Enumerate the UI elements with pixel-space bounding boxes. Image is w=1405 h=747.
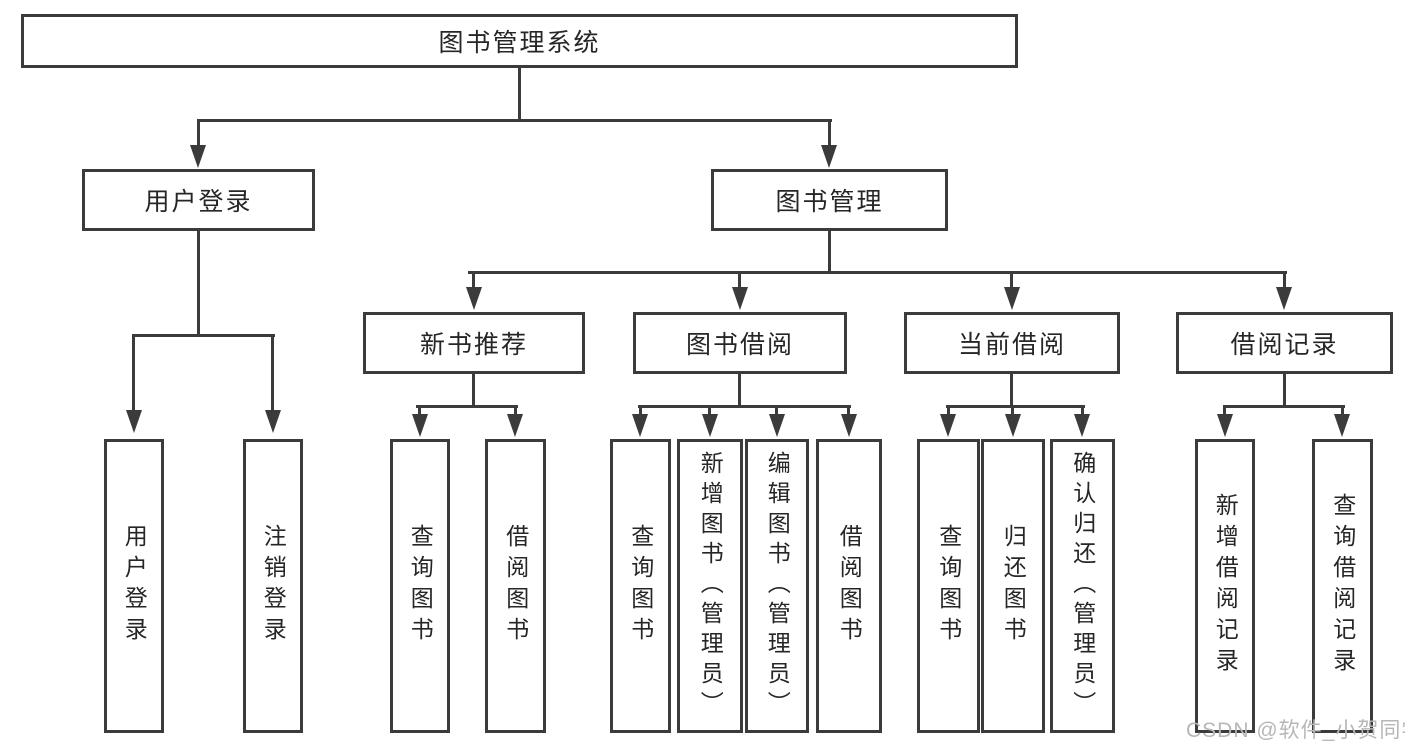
leaf-user-login: 用户登录	[104, 439, 164, 733]
leaf-borrow-books-borrow: 借阅图书	[816, 439, 882, 733]
connector-leaf-drop	[271, 334, 274, 412]
connector-leaf-drop	[708, 405, 711, 419]
node-new-book-recommend-label: 新书推荐	[419, 331, 528, 359]
node-book-management-label: 图书管理	[775, 188, 884, 216]
connector-leaf-drop	[947, 405, 950, 419]
connector-recommend-rail	[416, 405, 518, 408]
connector-leaf-drop	[1011, 405, 1014, 419]
node-book-borrow-label: 图书借阅	[685, 331, 794, 359]
arrow-down-icon	[466, 287, 482, 310]
connector-leaf-drop	[1081, 405, 1084, 419]
leaf-query-books-current: 查询图书	[917, 439, 980, 733]
leaf-logout-label: 注销登录	[260, 524, 287, 648]
connector-leaf-drop	[132, 334, 135, 412]
connector-level3-rail	[468, 271, 1287, 274]
arrow-down-icon	[1217, 414, 1233, 437]
connector-leaf-drop	[639, 405, 642, 419]
watermark-text: CSDN @软件_小贺同学	[1186, 719, 1405, 742]
arrow-down-icon	[507, 414, 523, 437]
node-root-label: 图书管理系统	[438, 29, 601, 57]
arrow-down-icon	[1276, 287, 1292, 310]
arrow-down-icon	[940, 414, 956, 437]
leaf-borrow-books-borrow-label: 借阅图书	[836, 524, 863, 648]
node-book-borrow: 图书借阅	[633, 312, 847, 374]
connector-current-rail	[946, 405, 1085, 408]
connector-current-stem	[1010, 374, 1013, 408]
arrow-down-icon	[841, 414, 857, 437]
leaf-add-book-admin: 新增图书（管理员）	[677, 439, 743, 733]
connector-leaf-drop	[1223, 405, 1226, 419]
node-book-management: 图书管理	[711, 169, 948, 231]
connector-leaf-drop	[1341, 405, 1344, 419]
node-borrow-records: 借阅记录	[1176, 312, 1393, 374]
connector-level3-drop	[1010, 271, 1013, 289]
connector-borrow-stem	[738, 374, 741, 408]
arrow-down-icon	[732, 287, 748, 310]
arrow-down-icon	[702, 414, 718, 437]
arrow-down-icon	[412, 414, 428, 437]
connector-recommend-stem	[472, 374, 475, 408]
node-user-login-label: 用户登录	[144, 188, 253, 216]
leaf-add-book-admin-label: 新增图书（管理员）	[697, 451, 724, 721]
leaf-add-borrow-record-label: 新增借阅记录	[1212, 493, 1239, 679]
leaf-query-borrow-record: 查询借阅记录	[1312, 439, 1373, 733]
arrow-down-icon	[265, 410, 281, 433]
connector-leaf-drop	[775, 405, 778, 419]
connector-book-management-drop	[828, 119, 831, 151]
arrow-down-icon	[1004, 287, 1020, 310]
leaf-logout: 注销登录	[243, 439, 303, 733]
leaf-confirm-return-admin: 确认归还（管理员）	[1050, 439, 1115, 733]
connector-root-stem	[518, 68, 521, 122]
leaf-borrow-books-recommend-label: 借阅图书	[502, 524, 529, 648]
arrow-down-icon	[769, 414, 785, 437]
connector-book-management-stem	[828, 231, 831, 274]
arrow-down-icon	[632, 414, 648, 437]
node-new-book-recommend: 新书推荐	[363, 312, 585, 374]
arrow-down-icon	[1074, 414, 1090, 437]
leaf-query-books-recommend: 查询图书	[390, 439, 450, 733]
connector-leaf-drop	[418, 405, 421, 419]
node-root: 图书管理系统	[21, 14, 1018, 68]
connector-user-login-drop	[197, 119, 200, 151]
connector-borrow-rail	[638, 405, 851, 408]
leaf-query-borrow-record-label: 查询借阅记录	[1329, 493, 1356, 679]
leaf-query-books-borrow: 查询图书	[610, 439, 671, 733]
connector-level3-drop	[1283, 271, 1286, 289]
node-current-borrow-label: 当前借阅	[957, 331, 1066, 359]
leaf-borrow-books-recommend: 借阅图书	[485, 439, 546, 733]
leaf-add-borrow-record: 新增借阅记录	[1195, 439, 1255, 733]
arrow-down-icon	[821, 145, 837, 168]
leaf-return-book-label: 归还图书	[1000, 524, 1027, 648]
node-user-login: 用户登录	[82, 169, 315, 231]
connector-leaf-drop	[514, 405, 517, 419]
leaf-query-books-current-label: 查询图书	[935, 524, 962, 648]
arrow-down-icon	[126, 410, 142, 433]
leaf-edit-book-admin-label: 编辑图书（管理员）	[764, 451, 791, 721]
leaf-user-login-label: 用户登录	[121, 524, 148, 648]
connector-records-stem	[1283, 374, 1286, 408]
node-borrow-records-label: 借阅记录	[1230, 331, 1339, 359]
arrow-down-icon	[1334, 414, 1350, 437]
leaf-confirm-return-admin-label: 确认归还（管理员）	[1069, 451, 1096, 721]
connector-user-login-rail	[132, 334, 275, 337]
connector-leaf-drop	[847, 405, 850, 419]
connector-level3-drop	[738, 271, 741, 289]
arrow-down-icon	[1005, 414, 1021, 437]
connector-level2-rail	[197, 119, 832, 122]
leaf-query-books-borrow-label: 查询图书	[627, 524, 654, 648]
node-current-borrow: 当前借阅	[904, 312, 1120, 374]
leaf-edit-book-admin: 编辑图书（管理员）	[745, 439, 809, 733]
connector-level3-drop	[472, 271, 475, 289]
leaf-query-books-recommend-label: 查询图书	[407, 524, 434, 648]
arrow-down-icon	[190, 145, 206, 168]
leaf-return-book: 归还图书	[981, 439, 1045, 733]
connector-user-login-stem	[197, 231, 200, 336]
connector-records-rail	[1223, 405, 1345, 408]
